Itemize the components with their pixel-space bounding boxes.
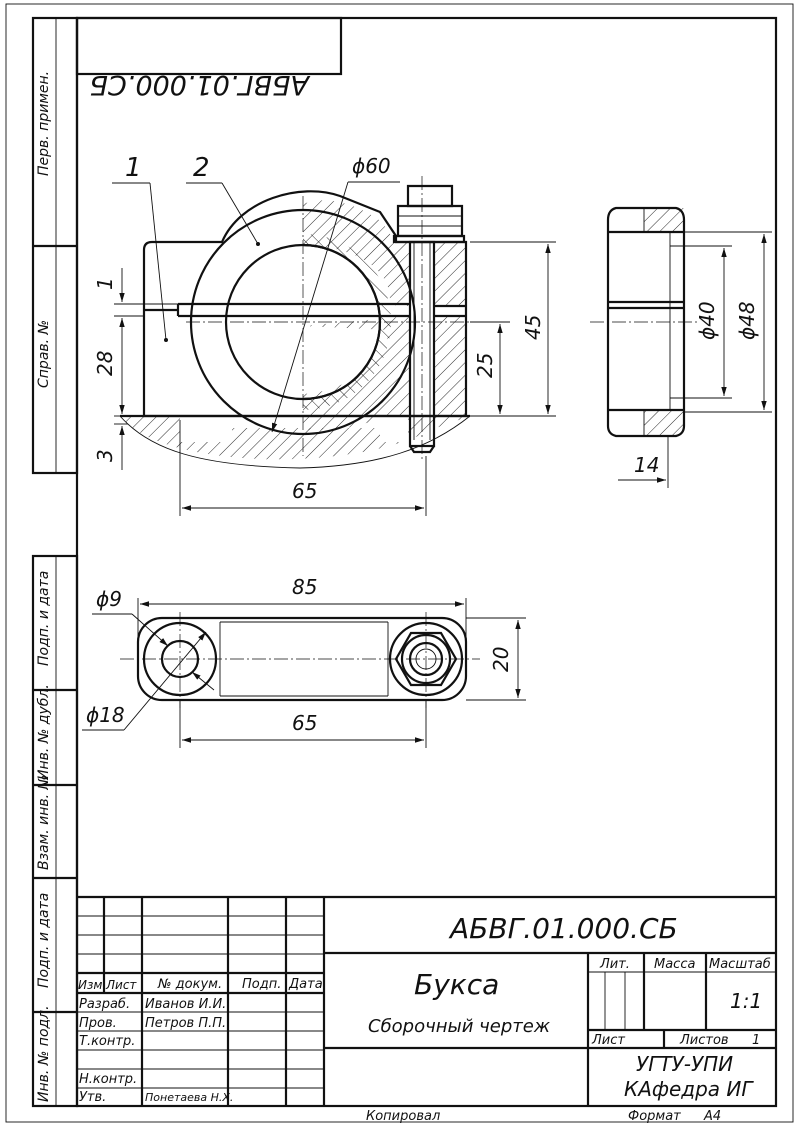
row-prov: Пров.	[79, 1016, 117, 1031]
bolt-washer	[392, 234, 466, 244]
listov-label: Листов	[679, 1033, 729, 1048]
dim-28-label: 28	[93, 351, 117, 376]
copied-label: Копировал	[366, 1109, 440, 1124]
masshtab-label: Масштаб	[709, 957, 771, 972]
doc-type: Сборочный чертеж	[368, 1016, 551, 1037]
title-code: АБВГ.01.000.СБ	[448, 912, 678, 945]
housing-outline	[142, 190, 468, 418]
title-block: Изм. Лист № докум. Подп. Дата Разраб. Пр…	[77, 895, 776, 1124]
top-view: 85 65 20 ϕ9 ϕ18	[82, 575, 526, 748]
dim-1-label: 1	[93, 277, 117, 290]
dim-d48-label: ϕ48	[735, 301, 759, 340]
sprav-no-label: Справ. №	[36, 320, 52, 388]
dim-20-label: 20	[489, 647, 513, 672]
vzam-inv-label: Взам. инв. №	[36, 775, 52, 870]
razrab-name: Иванов И.И.	[145, 997, 226, 1012]
format-value: А4	[703, 1109, 721, 1124]
left-strip: Перв. примен. Справ. № Подп. и дата Инв.…	[31, 16, 79, 1108]
dim-d60-label: ϕ60	[352, 154, 391, 178]
scale-value: 1:1	[730, 989, 762, 1013]
row-nkontr: Н.контр.	[79, 1072, 137, 1087]
position-1-label: 1	[125, 153, 142, 183]
dim-85-label: 85	[292, 575, 317, 599]
org-line-2: КАфедра ИГ	[624, 1077, 754, 1101]
perv-primen-label: Перв. примен.	[36, 71, 52, 176]
front-view: 1 2 ϕ60 65 45 25 1 28 3	[93, 153, 556, 516]
col-data: Дата	[288, 977, 323, 992]
row-razrab: Разраб.	[79, 997, 130, 1012]
sheets-total: 1	[752, 1033, 760, 1048]
lit-label: Лит.	[599, 957, 630, 972]
side-view: ϕ40 ϕ48 14	[590, 206, 772, 488]
top-code-box: АБВГ.01.000.СБ	[75, 16, 343, 100]
dim-14-label: 14	[634, 453, 659, 477]
part-name: Букса	[414, 968, 499, 1001]
bolt-nut	[396, 204, 464, 238]
col-izm: Изм.	[78, 978, 106, 992]
dim-d9-label: ϕ9	[96, 587, 122, 611]
row-utv: Утв.	[79, 1090, 106, 1105]
row-tkontr: Т.контр.	[79, 1034, 135, 1049]
dim-65-front-label: 65	[292, 479, 317, 503]
inv-dubl-label: Инв. № дубл.	[36, 684, 52, 780]
col-list: Лист	[105, 978, 137, 992]
dim-65-top-label: 65	[292, 711, 317, 735]
dim-3-label: 3	[93, 449, 117, 462]
podp-data-label-2: Подп. и дата	[36, 893, 52, 988]
base-section	[120, 416, 470, 460]
podp-data-label-1: Подп. и дата	[36, 571, 52, 666]
org-line-1: УГТУ-УПИ	[636, 1052, 733, 1076]
dim-25-label: 25	[473, 353, 497, 378]
dim-d18-label: ϕ18	[86, 703, 125, 727]
inv-podl-label: Инв. № подл.	[36, 1005, 52, 1102]
position-2-label: 2	[193, 153, 210, 183]
col-doc: № докум.	[157, 977, 222, 992]
col-podp: Подп.	[242, 977, 281, 992]
list-label: Лист	[591, 1033, 625, 1048]
prov-name: Петров П.П.	[145, 1016, 226, 1031]
dim-d40-label: ϕ40	[695, 301, 719, 340]
format-label: Формат	[628, 1109, 681, 1124]
utv-name: Понетаева Н.Х.	[145, 1091, 233, 1104]
top-code-mirrored: АБВГ.01.000.СБ	[89, 69, 311, 100]
dim-45-label: 45	[521, 315, 545, 340]
massa-label: Масса	[654, 957, 695, 972]
